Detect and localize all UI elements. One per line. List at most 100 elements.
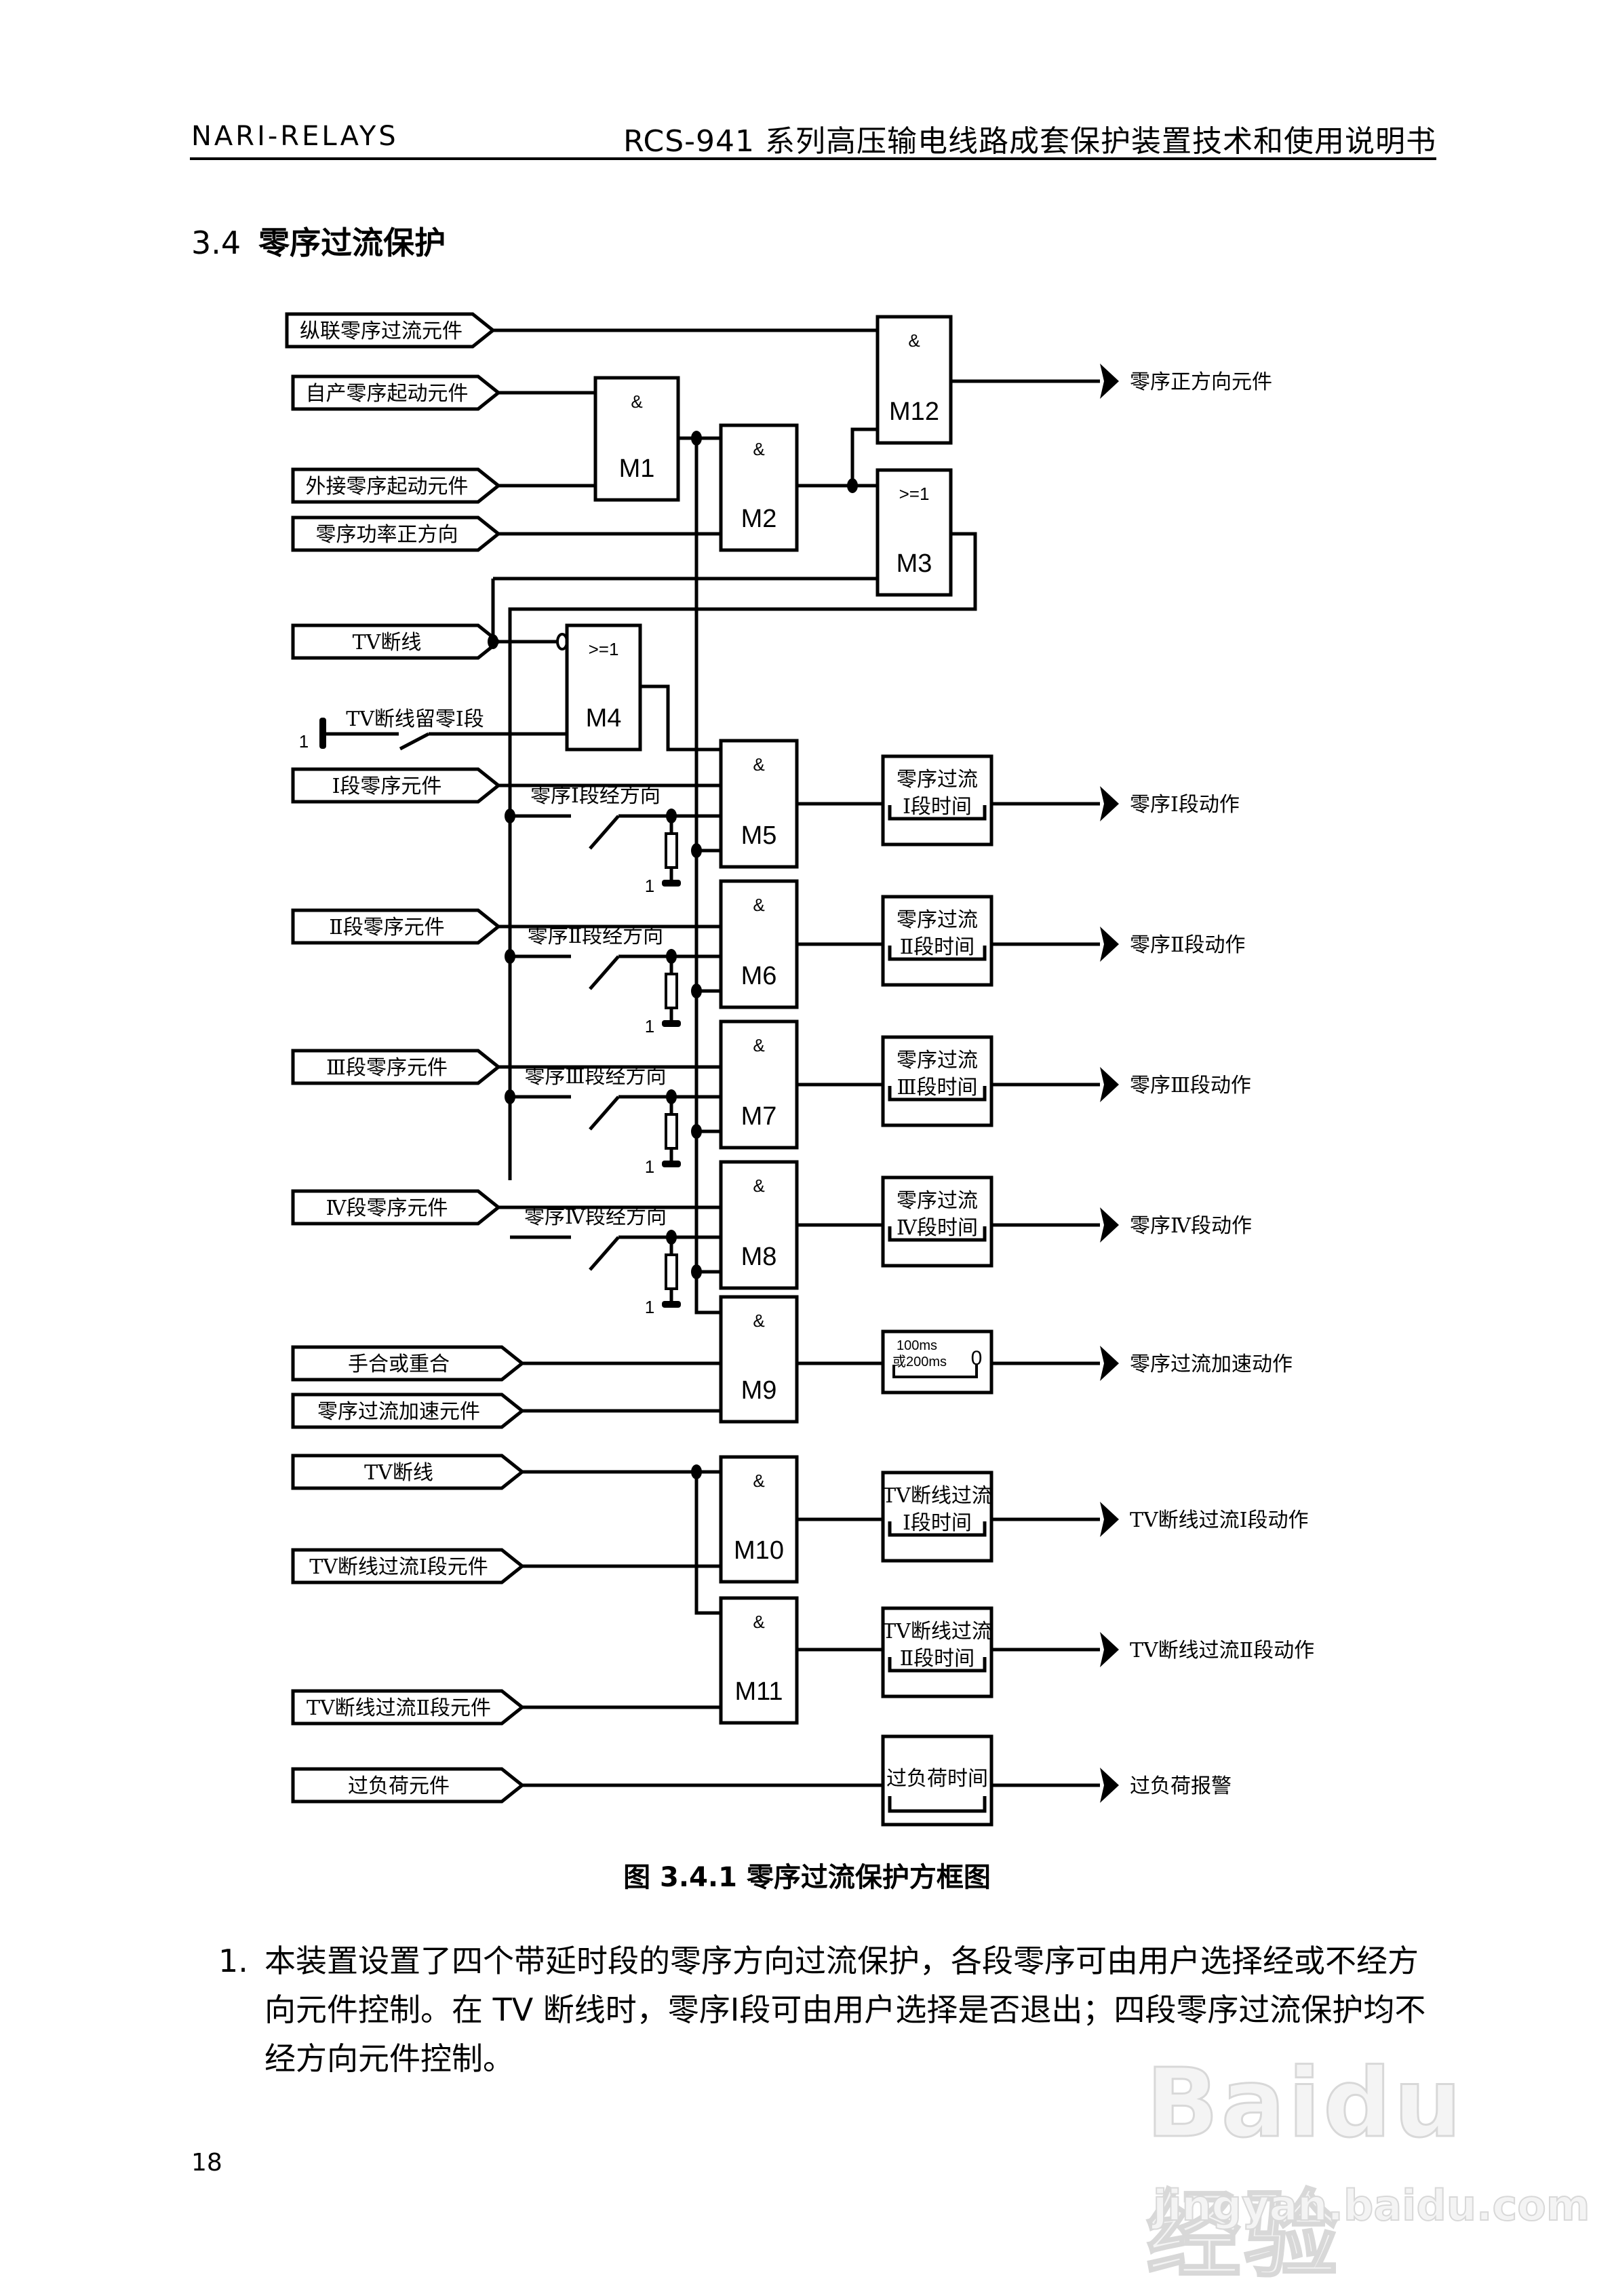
output-overload-alarm-arrow-icon [1100,1768,1119,1803]
junction-dot [505,949,515,964]
pullup-stage2-resistor [665,973,678,1009]
gate-m7-label: M7 [741,1102,777,1131]
input-ext-zero-seq-start [291,467,502,504]
timer-stage3-line1: 零序过流 [897,1049,978,1072]
body-paragraph: 1. 本装置设置了四个带延时段的零序方向过流保护，各段零序可由用户选择经或不经方… [218,1937,1439,2083]
wire [640,684,721,752]
gate-m12 [875,315,953,445]
list-number: 1. [218,1943,248,1979]
pullup-stage3-resistor [665,1113,678,1150]
gate-m4-label: M4 [586,704,622,733]
input-tv-break-2 [291,1454,526,1490]
input-stage3-zero-seq-label: Ⅲ段零序元件 [326,1056,448,1080]
timer-tv-oc1-line1: TV断线过流 [882,1484,992,1508]
input-overload-label: 过负荷元件 [348,1774,450,1798]
gate-m11 [719,1596,799,1725]
timer-accel [881,1329,993,1395]
gate-m11-symbol: & [753,1612,764,1632]
gate-m9 [719,1295,799,1424]
wire [399,732,430,751]
pullup-stage2-one: 1 [645,1016,654,1036]
output-stage4-trip-arrow-icon [1100,1207,1119,1243]
input-overload [291,1767,526,1804]
output-tv-oc1-trip-arrow-icon [1100,1502,1119,1537]
section-title: 零序过流保护 [258,225,446,261]
pullup-stage2-rail [662,1020,681,1027]
gate-m3-label: M3 [897,549,932,578]
input-zero-seq-accel-label: 零序过流加速元件 [317,1400,480,1424]
output-accel-trip-label: 零序过流加速动作 [1130,1353,1293,1376]
switch-stage4-dir-label: 零序Ⅳ段经方向 [524,1205,667,1229]
timer-accel-line1: 100ms [897,1338,937,1353]
output-tv-oc1-trip-label: TV断线过流Ⅰ段动作 [1130,1509,1309,1532]
timer-stage3-line2: Ⅲ段时间 [897,1076,978,1100]
timer-tv-oc2-delay-bracket [888,1657,987,1673]
section-heading: 3.4 零序过流保护 [191,218,446,263]
switch-stage4-dir-blade [589,1236,620,1271]
pullup-stage1-rail [662,880,681,887]
input-pilot-zero-seq-oc-label: 纵联零序过流元件 [300,319,462,343]
input-stage4-zero-seq [291,1189,502,1226]
timer-accel-zero: 0 [971,1347,983,1369]
gate-m6 [719,879,799,1009]
output-stage3-trip-label: 零序Ⅲ段动作 [1130,1074,1251,1097]
timer-tv-oc1-line2: Ⅰ段时间 [903,1511,972,1535]
logic-block-diagram: 纵联零序过流元件自产零序起动元件外接零序起动元件零序功率正方向&M1&M2&M1… [285,312,1314,1827]
output-stage1-trip-label: 零序Ⅰ段动作 [1130,793,1240,817]
input-stage4-zero-seq-label: Ⅳ段零序元件 [326,1196,448,1220]
gate-m10-label: M10 [734,1536,784,1565]
gate-m1-symbol: & [631,391,642,412]
gate-m7 [719,1019,799,1150]
junction-dot [691,1264,702,1279]
gate-m3-symbol: >=1 [899,484,930,504]
timer-accel-bracket [892,1365,978,1378]
gate-m5-symbol: & [753,754,764,775]
timer-stage1-line1: 零序过流 [897,768,978,792]
switch-stage2-dir-blade [589,955,620,990]
input-tv-break-oc2 [291,1689,526,1726]
figure-caption: 图 3.4.1 零序过流保护方框图 [623,1862,991,1893]
junction-dot [691,431,702,446]
m3-output-branch [508,532,977,1180]
gate-m9-symbol: & [753,1310,764,1331]
timer-stage4-line2: Ⅳ段时间 [897,1216,978,1240]
gate-m2-label: M2 [741,505,777,533]
input-tv-break-label: TV断线 [353,631,422,655]
input-manual-or-reclose-label: 手合或重合 [348,1353,450,1376]
gate-m3 [875,468,953,597]
output-stage4-trip-label: 零序Ⅳ段动作 [1130,1214,1252,1238]
output-stage2-trip-arrow-icon [1100,927,1119,962]
output-overload-alarm-label: 过负荷报警 [1130,1774,1232,1798]
gate-m7-symbol: & [753,1035,764,1055]
switch-stage1-dir-blade [589,815,620,850]
timer-tv-oc1 [881,1471,993,1563]
header-brand: NARI-RELAYS [191,121,399,152]
pullup-stage3-rail [662,1161,681,1167]
gate-m1 [593,376,680,502]
timer-tv-oc1-delay-bracket [888,1521,987,1537]
timer-overload-label: 过负荷时间 [886,1767,988,1791]
gate-m5-label: M5 [741,821,777,850]
timer-stage4-line1: 零序过流 [897,1189,978,1213]
pullup-stage1-resistor [665,832,678,869]
header-divider [190,157,1436,160]
pullup-stage4-resistor [665,1253,678,1290]
input-tv-break-2-label: TV断线 [364,1461,433,1485]
input-stage2-zero-seq-label: Ⅱ段零序元件 [329,916,444,939]
input-tv-break [291,623,502,660]
gate-m8 [719,1160,799,1290]
wire [850,427,878,486]
timer-stage1 [881,754,993,847]
output-stage2-trip-label: 零序Ⅱ段动作 [1130,933,1245,957]
timer-stage2-line1: 零序过流 [897,908,978,932]
switch-tv-keep-stage1-label: TV断线留零Ⅰ段 [346,707,484,731]
section-number: 3.4 [191,225,241,261]
input-pilot-zero-seq-oc [285,312,496,349]
logic-one-label: 1 [299,731,309,752]
gate-m8-label: M8 [741,1243,777,1271]
gate-m9-label: M9 [741,1376,777,1405]
junction-dot [691,1464,702,1479]
input-zero-seq-accel [291,1393,526,1429]
junction-dot [505,809,515,823]
timer-stage2-delay-bracket [888,946,987,961]
